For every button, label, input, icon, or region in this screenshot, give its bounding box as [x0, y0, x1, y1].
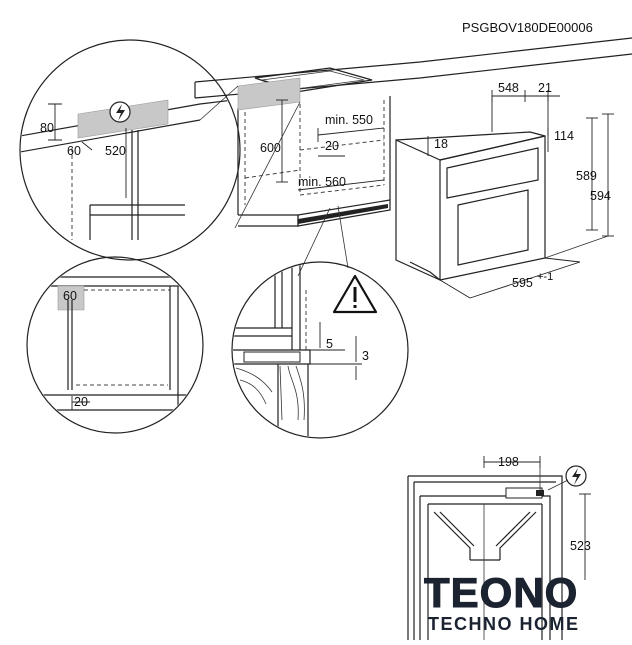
- dim-20-mid-label: 20: [325, 139, 339, 153]
- dim-18-label: 18: [434, 137, 448, 151]
- electric-hazard-icon-small: [565, 465, 587, 487]
- dim-21-label: 21: [538, 81, 552, 95]
- dim-min550-label: min. 550: [325, 113, 373, 127]
- electric-hazard-icon: [109, 101, 131, 123]
- detail-circle-left: 60 20: [26, 256, 204, 434]
- dim-80-label: 80: [40, 121, 54, 135]
- brand-logo: TEONO TECHNO HOME: [420, 569, 620, 636]
- document-code: PSGBOV180DE00006: [462, 20, 593, 35]
- dim-20-left-label: 20: [74, 395, 88, 409]
- brand-tagline: TECHNO HOME: [428, 614, 580, 634]
- dim-5-label: 5: [326, 337, 333, 351]
- dim-595-label: 595: [512, 276, 533, 290]
- dim-3-label: 3: [362, 349, 369, 363]
- dim-60-top-label: 60: [67, 144, 81, 158]
- detail-circle-center: 5 3: [231, 261, 409, 439]
- dim-114-label: 114: [554, 129, 574, 143]
- detail-circle-top: 80 60 520: [19, 39, 241, 261]
- dim-589-label: 589: [576, 169, 597, 183]
- warning-triangle-icon: [332, 274, 378, 314]
- dim-523-label: 523: [570, 539, 591, 553]
- dim-198-label: 198: [498, 455, 519, 469]
- oven-drawing: 548 21 114 18 589 594 595 +-1: [395, 81, 614, 299]
- dim-548-label: 548: [498, 81, 519, 95]
- dim-min560-label: min. 560: [298, 175, 346, 189]
- dim-594-label: 594: [590, 189, 611, 203]
- brand-name: TEONO: [423, 569, 579, 616]
- dim-60-left-label: 60: [63, 289, 77, 303]
- dim-600-label: 600: [260, 141, 281, 155]
- dim-595-tolerance: +-1: [537, 271, 553, 283]
- oven-front-view: 198 523: [407, 455, 591, 640]
- dim-520-label: 520: [105, 144, 126, 158]
- cabinet-perspective: 600 min. 550 20 min. 560: [194, 37, 632, 277]
